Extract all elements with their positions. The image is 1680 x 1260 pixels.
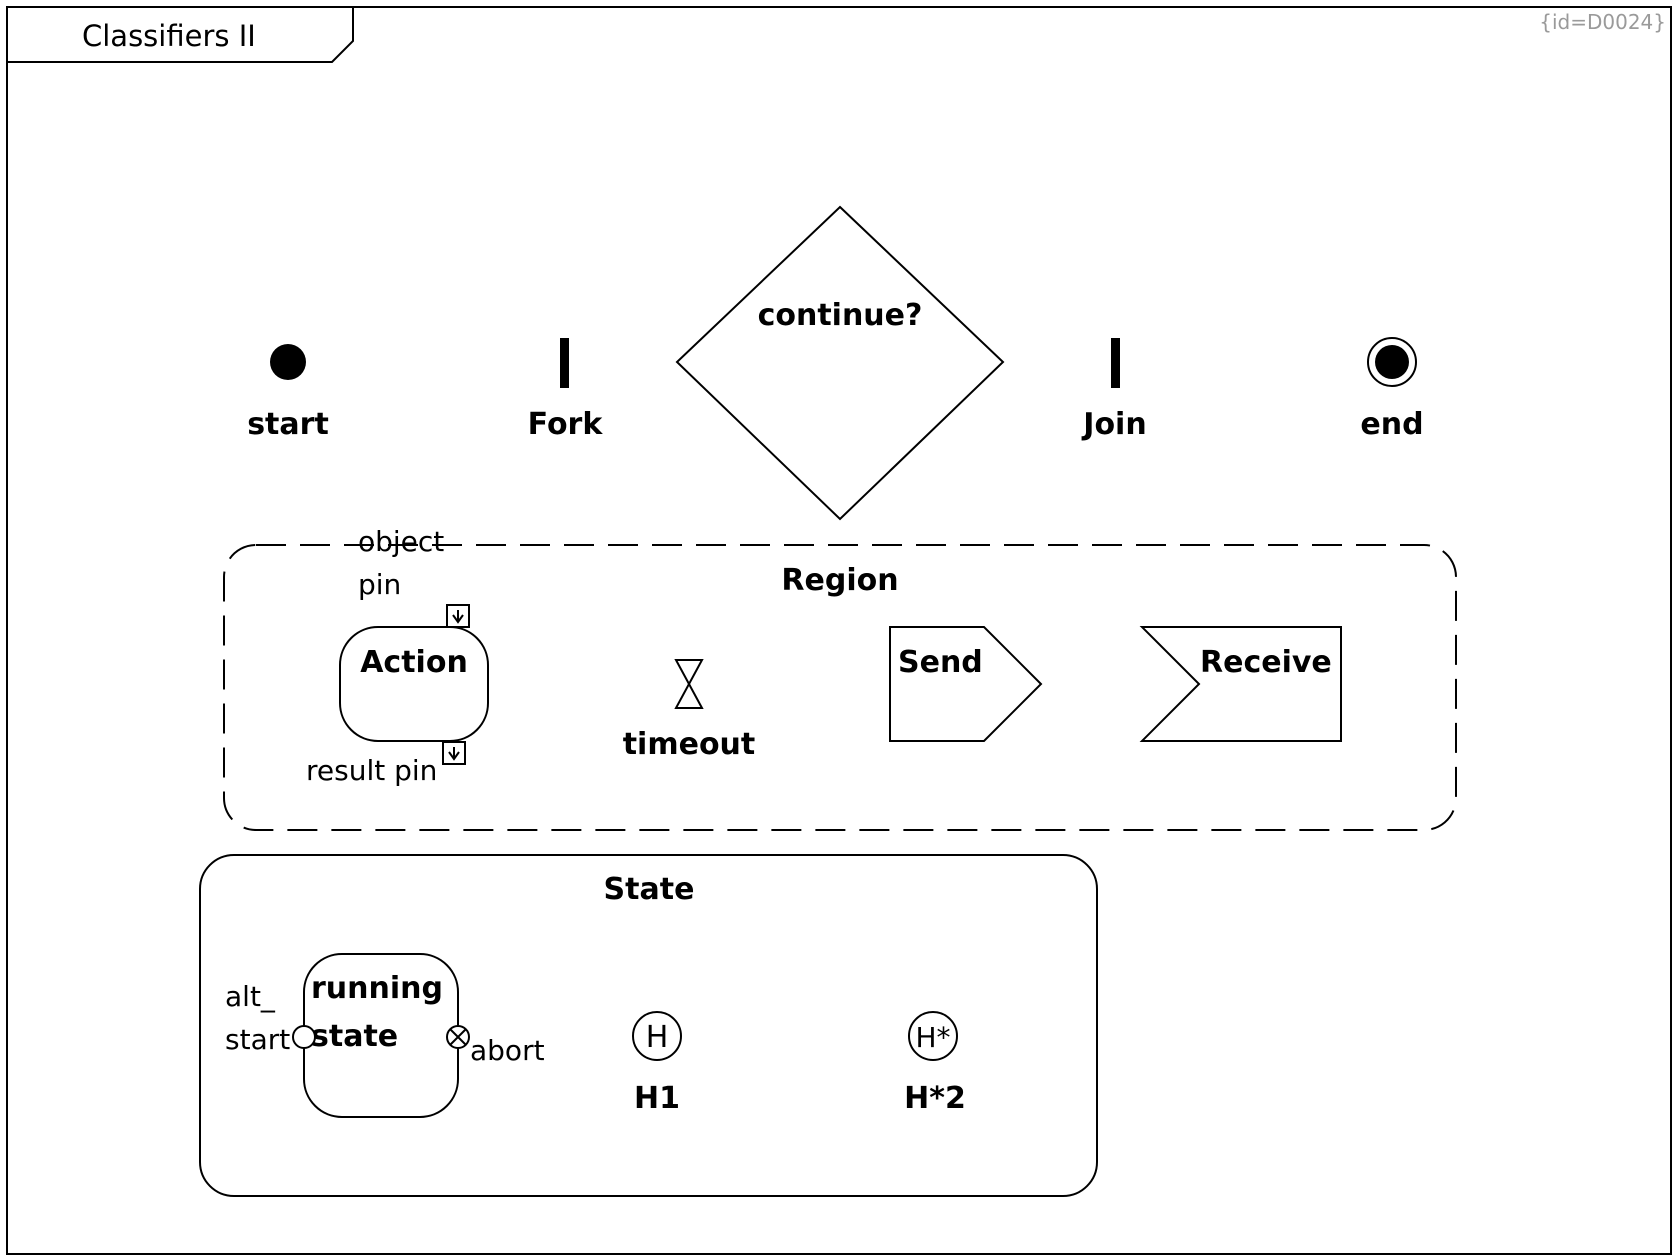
receive-signal-node[interactable] [1139,626,1342,742]
history2-label: H*2 [904,1081,966,1116]
end-node-dot [1375,345,1409,379]
fork-label: Fork [528,407,604,442]
join-bar[interactable] [1111,338,1120,388]
running-state-label-line2: state [311,1019,398,1054]
region-container[interactable] [223,544,1457,831]
frame-title: Classifiers II [82,19,256,53]
diagram-id-tag: {id=D0024} [1539,10,1666,34]
deep-history-node[interactable] [908,1011,958,1061]
end-label: end [1360,407,1423,442]
alt-start-label-line1: alt_ [225,980,276,1013]
shallow-history-node[interactable] [632,1011,682,1061]
abort-label: abort [470,1034,545,1067]
fork-bar[interactable] [560,338,569,388]
result-pin-label: result pin [306,754,437,787]
decision-node[interactable] [675,205,1005,521]
action-node[interactable] [339,626,489,742]
send-label: Send [898,645,983,680]
exit-point-cross-icon [449,1028,467,1046]
end-node-ring[interactable] [1367,337,1417,387]
state-container[interactable] [199,854,1098,1197]
timeout-label: timeout [623,727,756,762]
action-label: Action [360,645,468,680]
receive-label: Receive [1200,645,1332,680]
region-title: Region [781,563,898,598]
deep-history-glyph: H* [915,1021,950,1054]
diagram-frame [6,6,1672,1255]
send-signal-node[interactable] [889,626,1043,742]
result-pin-arrow-icon [448,747,460,761]
object-pin-label-line2: pin [358,568,401,601]
running-state-label-line1: running [311,971,443,1006]
decision-label: continue? [758,298,923,333]
start-label: start [247,407,329,442]
object-pin-arrow-icon [452,610,464,624]
entry-point[interactable] [292,1025,316,1049]
history1-label: H1 [634,1081,680,1116]
alt-start-label-line2: start [225,1023,290,1056]
shallow-history-glyph: H [646,1020,669,1055]
join-label: Join [1081,407,1146,442]
object-pin-label-line1: object [358,525,444,558]
state-title: State [604,872,695,907]
frame-title-tab [7,7,354,63]
hourglass-icon[interactable] [674,659,704,709]
start-node[interactable] [270,344,306,380]
